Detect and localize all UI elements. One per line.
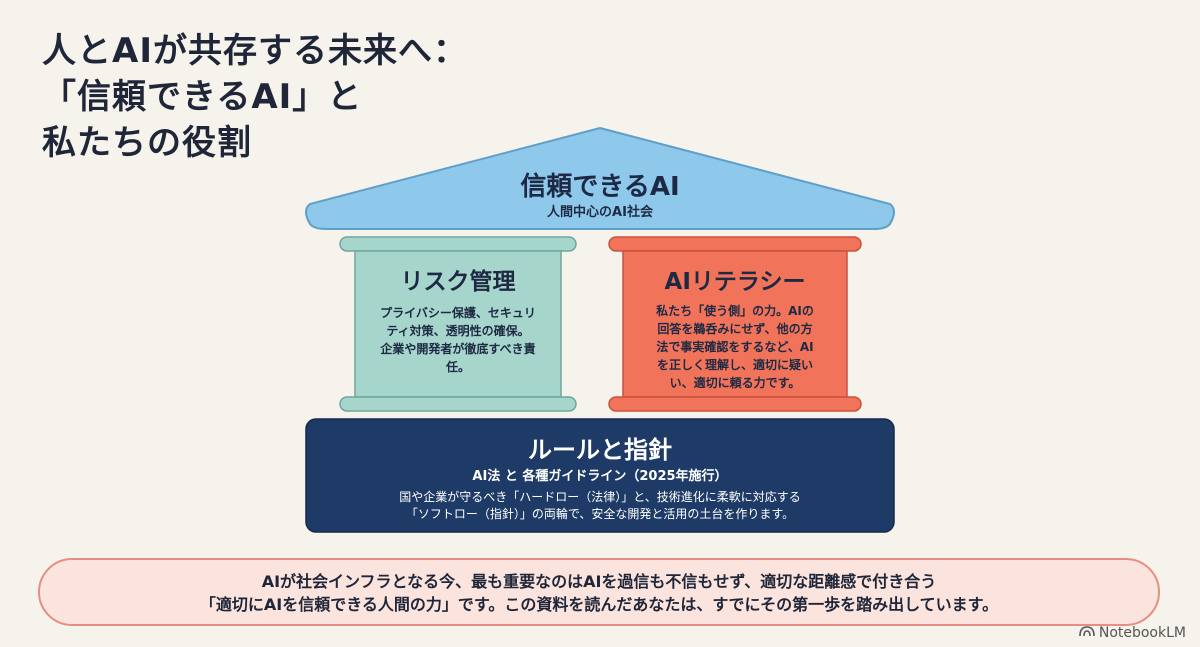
risk-body-line: プライバシー保護、セキュリ: [380, 306, 536, 320]
literacy-pillar-body: 私たち「使う側」の力。AIの 回答を鵜呑みにせず、他の方 法で事実確認をするなど…: [623, 302, 847, 392]
literacy-body-line: 回答を鵜呑みにせず、他の方: [657, 322, 813, 336]
base-body-line: 「ソフトロー（指針）」の両輪で、安全な開発と活用の土台を作ります。: [405, 507, 795, 521]
right-pillar: [608, 236, 862, 412]
base-block: [305, 418, 895, 533]
banner-line-1: AIが社会インフラとなる今、最も重要なのはAIを過信も不信もせず、適切な距離感で…: [261, 572, 937, 591]
base-title: ルールと指針: [528, 436, 672, 464]
risk-body-line: 企業や開発者が徹底すべき責: [380, 342, 536, 356]
left-pillar: [339, 236, 577, 412]
base-body: 国や企業が守るべき「ハードロー（法律）」と、技術進化に柔軟に対応する 「ソフトロ…: [306, 489, 894, 523]
notebooklm-badge: NotebookLM: [1079, 625, 1186, 641]
page-title: 人とAIが共存する未来へ： 「信頼できるAI」と 私たちの役割: [42, 28, 468, 166]
literacy-pillar-text: AIリテラシー 私たち「使う側」の力。AIの 回答を鵜呑みにせず、他の方 法で事…: [623, 262, 847, 392]
literacy-pillar-title: AIリテラシー: [664, 269, 806, 295]
title-line-1: 人とAIが共存する未来へ：: [42, 31, 468, 71]
title-line-2: 「信頼できるAI」と: [42, 77, 363, 117]
badge-label: NotebookLM: [1098, 625, 1186, 641]
notebooklm-logo-icon: [1079, 625, 1095, 641]
roof-title: 信頼できるAI: [520, 172, 680, 202]
risk-body-line: ティ対策、透明性の確保。: [386, 324, 530, 338]
banner-line-2: 「適切にAIを信頼できる人間の力」です。この資料を読んだあなたは、すでにその第一…: [199, 595, 999, 614]
roof-shape: [305, 126, 895, 230]
summary-banner: AIが社会インフラとなる今、最も重要なのはAIを過信も不信もせず、適切な距離感で…: [38, 558, 1160, 626]
title-line-3: 私たちの役割: [42, 123, 252, 163]
literacy-body-line: を正しく理解し、適切に疑い: [656, 358, 813, 372]
roof-subtitle: 人間中心のAI社会: [547, 205, 653, 220]
base-subtitle: AI法 と 各種ガイドライン（2025年施行）: [472, 469, 728, 484]
risk-pillar-body: プライバシー保護、セキュリ ティ対策、透明性の確保。 企業や開発者が徹底すべき責…: [355, 304, 561, 376]
risk-pillar-title: リスク管理: [400, 269, 516, 295]
literacy-body-line: 法で事実確認をするなど、AI: [656, 340, 814, 354]
literacy-body-line: い、適切に頼る力です。: [669, 376, 801, 390]
risk-body-line: 任。: [445, 360, 470, 374]
risk-pillar-text: リスク管理 プライバシー保護、セキュリ ティ対策、透明性の確保。 企業や開発者が…: [355, 262, 561, 376]
literacy-body-line: 私たち「使う側」の力。AIの: [656, 304, 814, 318]
base-body-line: 国や企業が守るべき「ハードロー（法律）」と、技術進化に柔軟に対応する: [399, 490, 801, 504]
